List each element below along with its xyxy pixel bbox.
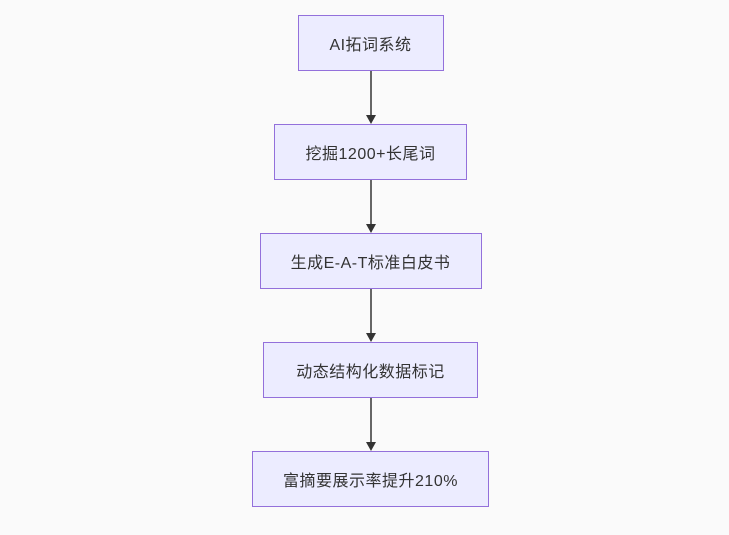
flow-node-label: 富摘要展示率提升210% [283,473,458,490]
flow-node-rich-snippet-result: 富摘要展示率提升210% [252,451,489,507]
flow-node-label: AI拓词系统 [329,37,412,54]
flow-node-ai-keyword-system: AI拓词系统 [297,15,444,71]
flow-node-label: 挖掘1200+长尾词 [305,146,436,163]
arrow-down-icon [365,333,376,342]
flow-edge-a-b [365,71,376,124]
arrow-line [369,289,372,333]
arrow-line [369,71,372,115]
arrow-down-icon [365,224,376,233]
arrow-down-icon [365,442,376,451]
arrow-line [369,398,372,442]
flow-node-label: 生成E-A-T标准白皮书 [290,255,451,272]
flow-node-label: 动态结构化数据标记 [296,364,445,381]
arrow-down-icon [365,115,376,124]
flow-node-eat-whitepaper: 生成E-A-T标准白皮书 [259,233,482,289]
flowchart-canvas: AI拓词系统 挖掘1200+长尾词 生成E-A-T标准白皮书 动态结构化数据标记… [252,15,489,507]
arrow-line [369,180,372,224]
flow-edge-c-d [365,289,376,342]
flow-node-longtail-mining: 挖掘1200+长尾词 [274,124,467,180]
flow-node-structured-data-markup: 动态结构化数据标记 [263,342,478,398]
flow-edge-d-e [365,398,376,451]
flow-edge-b-c [365,180,376,233]
